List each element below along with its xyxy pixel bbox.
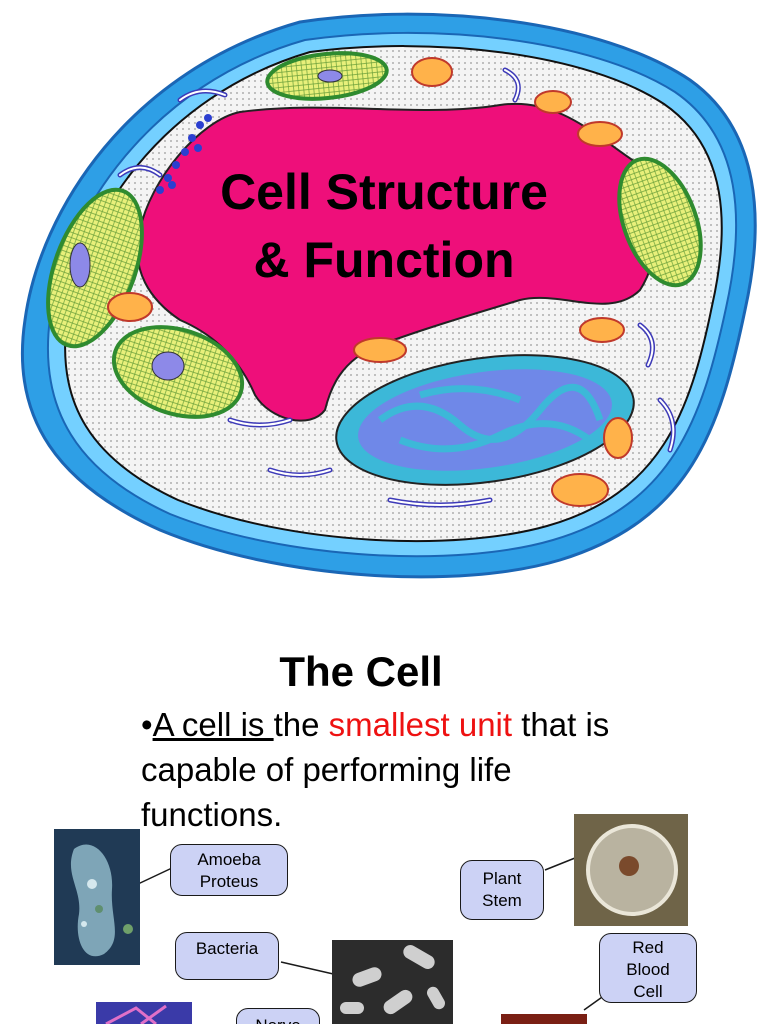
callout-line: Nerve [237, 1015, 319, 1024]
nerve-cell-photo [96, 1002, 192, 1024]
bullet-text-end: that is capable of performing life funct… [141, 706, 610, 833]
callout-line: Amoeba [197, 850, 261, 869]
slide-title: The Cell [279, 648, 443, 695]
callout-plant-stem: Plant Stem [460, 860, 544, 920]
bullet-marker: • [141, 706, 153, 743]
plant-stem-photo [574, 814, 688, 926]
callout-line: Proteus [199, 872, 259, 891]
bullet-text: the [273, 706, 329, 743]
plant-cell-illustration [20, 12, 757, 579]
definition-bullet: •A cell is the smallest unit that is cap… [141, 702, 661, 837]
callout-line: Cell [633, 982, 663, 1001]
callout-line: Blood [626, 960, 670, 979]
bacteria-photo [332, 940, 453, 1024]
bullet-underlined-text: A cell is [152, 706, 274, 743]
slide-title: Cell Structure & Function [0, 158, 768, 294]
callout-line: Bacteria [195, 939, 259, 958]
callout-red-blood-cell: Red Blood Cell [599, 933, 697, 1003]
callout-nerve: Nerve [236, 1008, 320, 1024]
amoeba-photo [54, 829, 140, 965]
the-cell-slide: The Cell •A cell is the smallest unit th… [0, 580, 768, 1024]
callout-bacteria: Bacteria [175, 932, 279, 980]
title-slide: Cell Structure & Function [0, 12, 768, 579]
title-line-2: & Function [253, 232, 515, 288]
callout-line: Red [632, 938, 664, 957]
title-line-1: Cell Structure [220, 164, 548, 220]
callout-line: Stem [482, 891, 522, 910]
red-blood-cell-photo [501, 1014, 587, 1024]
callout-line: Plant [482, 869, 522, 888]
bullet-highlight-text: smallest unit [328, 706, 513, 743]
callout-amoeba-proteus: Amoeba Proteus [170, 844, 288, 896]
chloroplast [265, 51, 389, 101]
